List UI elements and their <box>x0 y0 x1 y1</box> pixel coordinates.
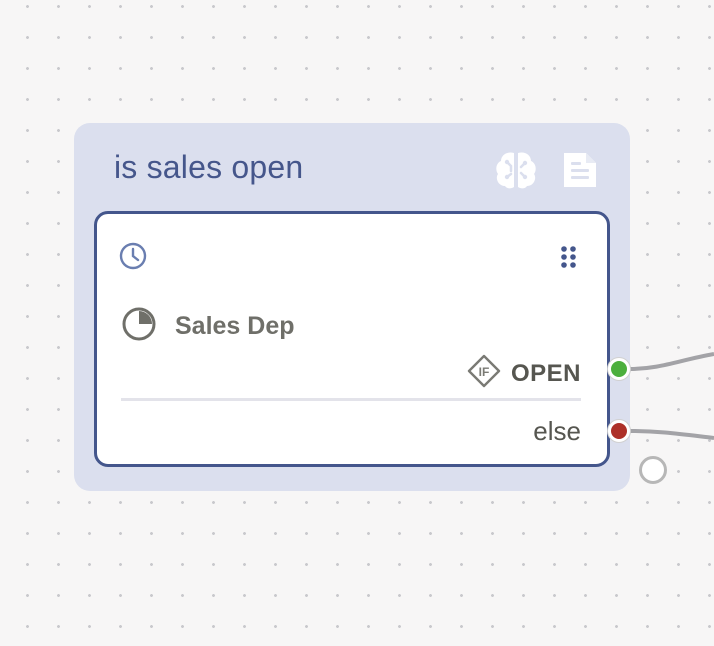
condition-row: IF OPEN <box>467 354 581 393</box>
node-item-row[interactable]: Sales Dep <box>121 306 295 347</box>
node-output-handle[interactable] <box>639 456 667 484</box>
node-title: is sales open <box>114 149 304 185</box>
edge-open[interactable] <box>629 352 714 371</box>
condition-label: OPEN <box>510 359 581 387</box>
node-header-actions <box>494 149 602 191</box>
clock-icon[interactable] <box>118 241 148 271</box>
svg-text:IF: IF <box>479 365 490 379</box>
node-card[interactable]: Sales Dep IF OPEN else <box>94 211 610 467</box>
open-output-handle[interactable] <box>608 358 630 380</box>
edge-else[interactable] <box>629 429 714 440</box>
pie-chart-icon <box>121 306 157 347</box>
brain-icon[interactable] <box>494 149 538 191</box>
if-diamond-icon: IF <box>467 354 501 393</box>
node-item-label: Sales Dep <box>175 312 295 340</box>
flow-node-group[interactable]: is sales open <box>74 123 630 491</box>
document-icon[interactable] <box>558 149 602 191</box>
condition-divider <box>121 398 581 401</box>
drag-handle-icon[interactable] <box>559 244 579 270</box>
else-label: else <box>533 416 581 446</box>
else-output-handle[interactable] <box>608 420 630 442</box>
